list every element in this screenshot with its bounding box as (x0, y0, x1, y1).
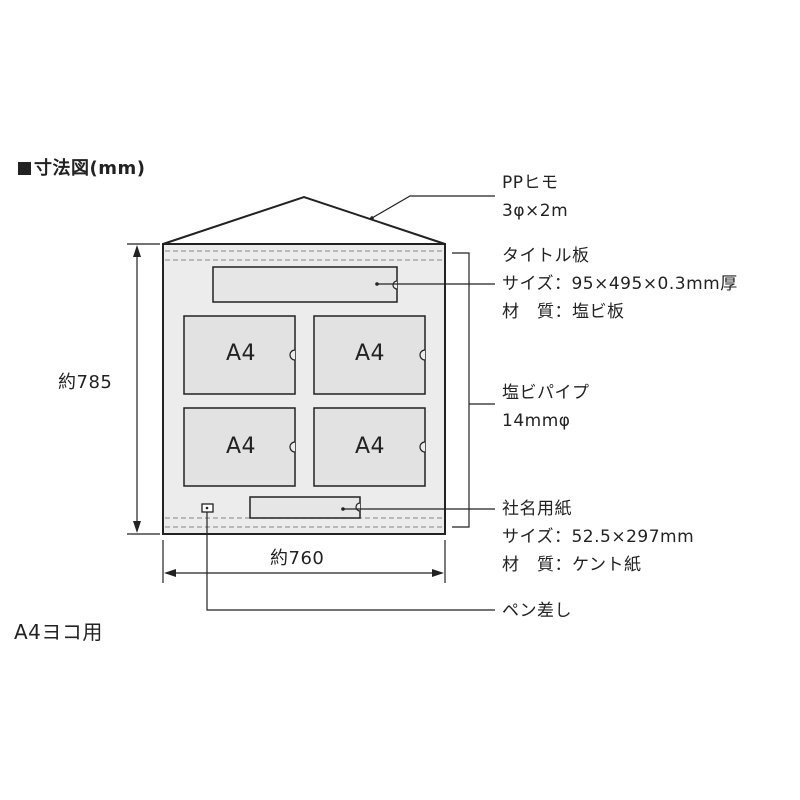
title-board-name: タイトル板 (502, 246, 590, 266)
pp-cord-roof (162, 195, 446, 245)
width-arrow-left (164, 569, 176, 577)
a4-label-1: A4 (226, 341, 257, 366)
company-sheet-name: 社名用紙 (502, 499, 572, 519)
pvc-pipe-name: 塩ビパイプ (502, 383, 590, 403)
a4-pocket-3 (183, 407, 296, 487)
title-board-size: サイズ：95×495×0.3mm厚 (502, 274, 738, 294)
company-sheet-notch (355, 502, 361, 512)
heading-text: 寸法図(mm) (34, 158, 146, 179)
a4-pocket-4 (313, 407, 426, 487)
height-arrow-top (133, 245, 141, 257)
diagram-heading: 寸法図(mm) (18, 158, 145, 180)
company-sheet-material: 材 質：ケント紙 (502, 555, 642, 575)
a4-pocket-1 (183, 315, 296, 395)
company-sheet-leader-dot (341, 507, 345, 511)
variant-label: A4ヨコ用 (14, 620, 103, 644)
title-board-leader-dot (375, 282, 379, 286)
company-sheet-size: サイズ：52.5×297mm (502, 527, 695, 547)
title-board-material: 材 質：塩ビ板 (502, 302, 625, 322)
title-board-pocket (212, 266, 398, 303)
pp-cord-leader-dot (370, 216, 374, 220)
pp-cord-leader (371, 195, 495, 219)
width-dimension-label: 約760 (270, 548, 325, 569)
pen-holder-name: ペン差し (502, 601, 572, 621)
a4-label-4: A4 (355, 434, 386, 459)
title-board-notch (392, 280, 398, 290)
pvc-pipe-bracket (452, 252, 470, 528)
pen-holder-leader (206, 512, 495, 611)
a4-label-2: A4 (355, 341, 386, 366)
a4-pocket-4-notch (419, 441, 426, 453)
width-arrow-right (432, 569, 444, 577)
a4-pocket-3-notch (289, 441, 296, 453)
pen-holder-dot (205, 506, 209, 510)
a4-pocket-2-notch (419, 349, 426, 361)
height-dimension-label: 約785 (58, 372, 113, 393)
heading-square-icon (18, 162, 31, 175)
a4-pocket-1-notch (289, 349, 296, 361)
pp-cord-spec: 3φ×2m (502, 201, 569, 221)
pp-cord-name: PPヒモ (502, 173, 559, 193)
a4-label-3: A4 (226, 434, 257, 459)
pvc-pipe-spec: 14mmφ (502, 411, 571, 431)
height-arrow-bottom (133, 521, 141, 533)
